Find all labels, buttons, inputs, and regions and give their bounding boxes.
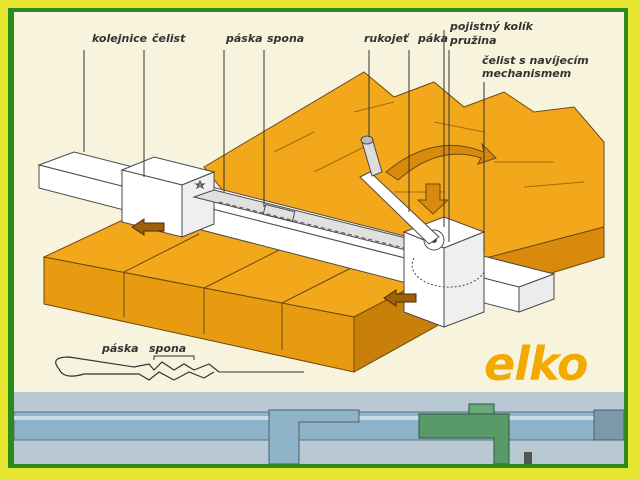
- label-mechanismem: mechanismem: [482, 67, 572, 80]
- label-paka: páka: [418, 32, 449, 45]
- right-jaw-mechanism: [402, 216, 486, 328]
- label-celist: čelist: [152, 32, 186, 45]
- label-pojistny-kolik: pojistný kolík: [450, 20, 533, 33]
- product-photo-strip: [14, 392, 624, 464]
- label-rukojet: rukojeť: [364, 32, 409, 45]
- label-paska-top: páska: [226, 32, 263, 45]
- label-spona-top: spona: [267, 32, 305, 45]
- label-celist-navijecim: čelist s navíjecím: [482, 54, 589, 67]
- label-spona-bottom: spona: [149, 342, 187, 355]
- diagram-canvas: kolejnice čelist páska spona rukojeť pák…: [14, 12, 624, 464]
- rotation-arrow: [385, 142, 497, 181]
- strap-buckle-sketch: [55, 355, 304, 381]
- star-marker: [194, 179, 206, 190]
- crank-handle: [359, 135, 440, 245]
- left-push-arrow: [131, 218, 165, 236]
- right-push-arrow: [383, 289, 417, 307]
- elko-logo: elko: [484, 337, 589, 391]
- left-jaw-celist: [120, 156, 216, 238]
- label-pruzina: pružina: [450, 34, 497, 47]
- label-paska-bottom: páska: [102, 342, 139, 355]
- assembly-illustration: [37, 30, 605, 381]
- down-arrow: [416, 183, 450, 215]
- leader-lines: [83, 30, 485, 252]
- label-kolejnice: kolejnice: [92, 32, 148, 45]
